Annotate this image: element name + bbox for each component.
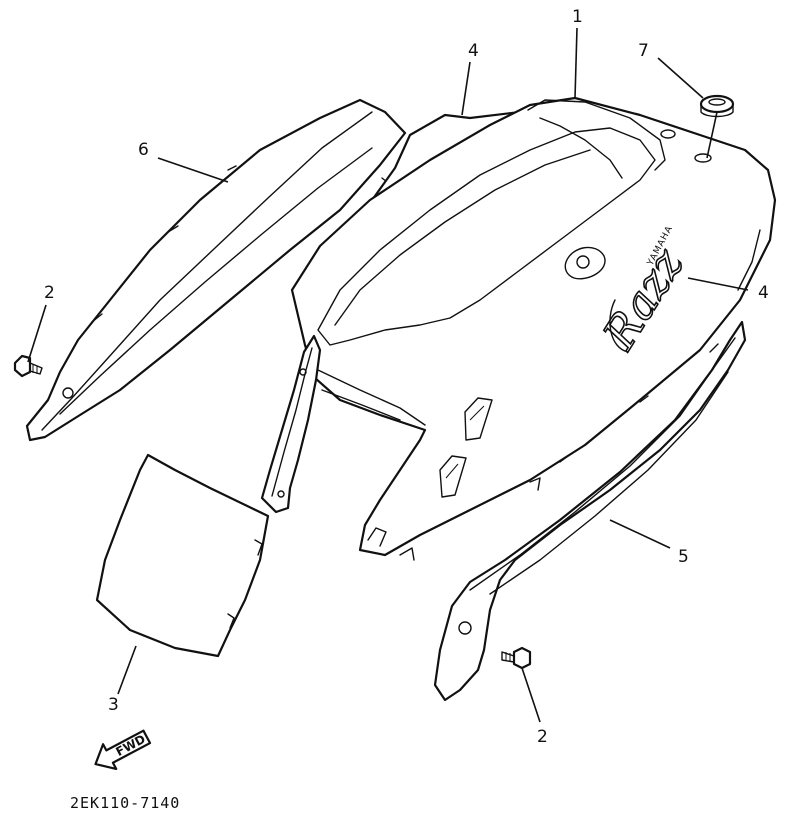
leader-6 (157, 157, 229, 183)
part-2-screw-left (13, 354, 43, 378)
callout-5: 5 (678, 547, 689, 567)
part-1-rear-body-cover (290, 96, 777, 561)
leader-4-lower (687, 277, 749, 291)
diagram-code: 2EK110-7140 (70, 794, 180, 812)
leader-4-upper (461, 61, 471, 116)
leader-lines (27, 27, 749, 723)
leader-5 (609, 519, 671, 549)
part-7-grommet (699, 94, 735, 118)
callout-numbers: 1 4 7 6 4 2 5 3 2 (44, 7, 769, 747)
leader-2-right (521, 667, 541, 723)
callout-6: 6 (138, 140, 149, 160)
callout-4-upper: 4 (468, 41, 479, 61)
fwd-arrow-label: FWD (113, 732, 147, 759)
left-mounting-bracket (260, 334, 322, 514)
forward-direction-arrow: FWD (94, 729, 152, 771)
callout-1: 1 (572, 7, 583, 27)
callout-2-left: 2 (44, 283, 55, 303)
part-5-side-rail (433, 320, 747, 702)
callout-4-lower: 4 (758, 283, 769, 303)
callout-3: 3 (108, 695, 119, 715)
part-6-side-rail (25, 98, 407, 442)
callout-2-right: 2 (537, 727, 548, 747)
leader-7 (657, 57, 718, 159)
part-3-lower-panel (95, 453, 270, 658)
leader-1 (574, 27, 578, 99)
leader-2-left (27, 304, 47, 363)
leader-3 (117, 645, 137, 695)
part-2-screw-right (501, 646, 532, 670)
callout-7: 7 (638, 41, 649, 61)
